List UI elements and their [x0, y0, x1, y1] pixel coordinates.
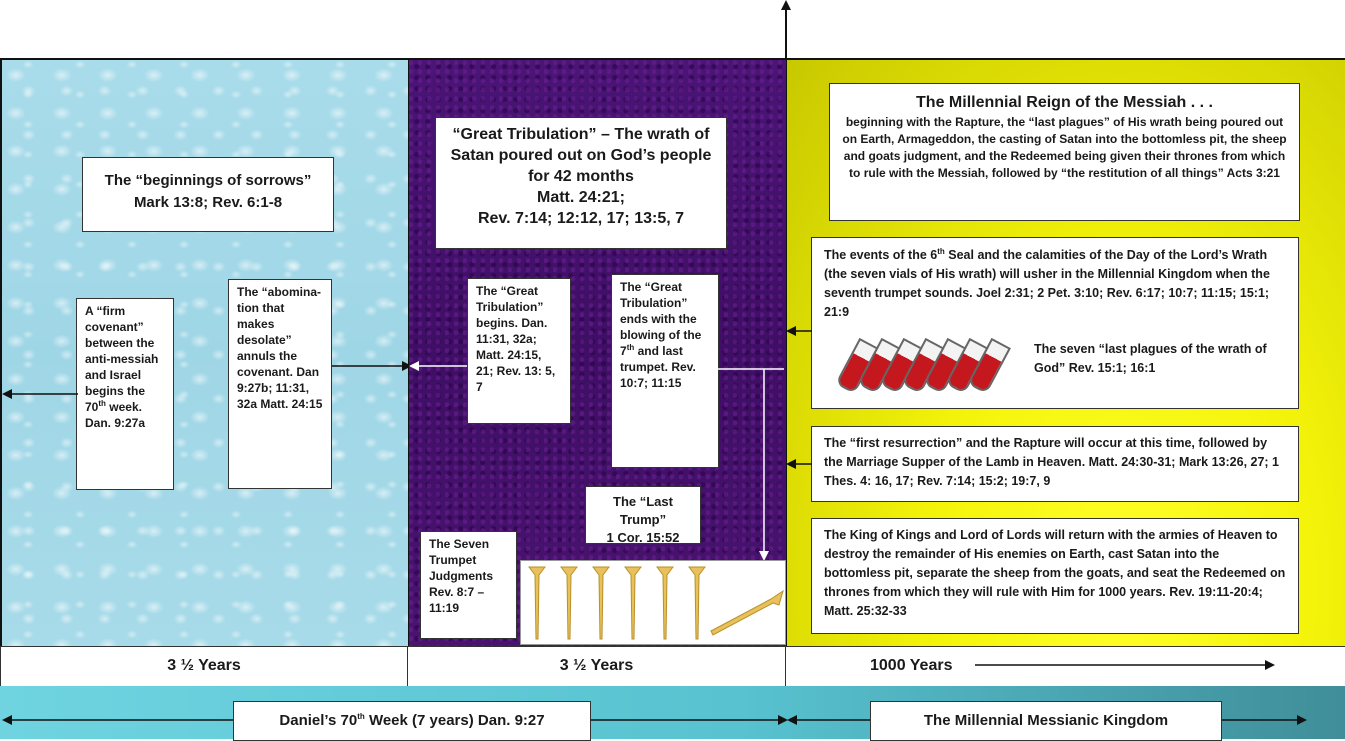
great-tribulation-heading-box: “Great Tribulation” – The wrath of Satan…	[435, 117, 727, 249]
years-middle: 3 ½ Years	[408, 646, 786, 686]
tribulation-begins-text: The “Great Tribulation” begins. Dan. 11:…	[476, 284, 556, 394]
sixth-seal-arrow	[786, 326, 812, 336]
years-right-arrow	[975, 660, 1275, 670]
years-middle-label: 3 ½ Years	[559, 657, 634, 674]
return-text: The King of Kings and Lord of Lords will…	[824, 528, 1286, 618]
great-tribulation-heading: “Great Tribulation” – The wrath of Satan…	[450, 126, 712, 185]
sixth-seal-text: The events of the 6th Seal and the calam…	[824, 246, 1270, 319]
return-box: The King of Kings and Lord of Lords will…	[811, 518, 1299, 634]
years-left: 3 ½ Years	[0, 646, 408, 686]
abomination-box: The “abomina-tion that makes desolate” a…	[228, 279, 332, 489]
top-arrow	[781, 0, 791, 58]
kingdom-label: The Millennial Messianic Kingdom	[923, 712, 1169, 729]
seven-trumpets-text: The Seven Trumpet Judgments Rev. 8:7 – 1…	[429, 537, 494, 615]
years-right-label: 1000 Years	[870, 657, 953, 674]
kingdom-box: The Millennial Messianic Kingdom	[870, 701, 1222, 741]
great-tribulation-ref-2: Rev. 7:14; 12:12, 17; 13:5, 7	[477, 210, 685, 227]
abomination-text: The “abomina-tion that makes desolate” a…	[237, 285, 323, 411]
resurrection-text: The “first resurrection” and the Rapture…	[824, 436, 1280, 488]
tribulation-begins-arrow	[409, 361, 467, 371]
daniel-week-box: Daniel’s 70th Week (7 years) Dan. 9:27	[233, 701, 591, 741]
sorrows-panel	[0, 58, 410, 646]
abomination-arrow	[332, 361, 412, 371]
resurrection-arrow	[786, 459, 812, 469]
tribulation-ends-text: The “Great Tribulation” ends with the bl…	[620, 280, 702, 390]
tribulation-ends-box: The “Great Tribulation” ends with the bl…	[611, 274, 719, 468]
trumpet-icons	[528, 566, 784, 640]
great-tribulation-ref-1: Matt. 24:21;	[536, 189, 626, 206]
last-trump-ref: 1 Cor. 15:52	[606, 530, 680, 545]
tribulation-ends-connector	[718, 368, 784, 561]
vials-row: The seven “last plagues of the wrath of …	[824, 328, 1286, 398]
millennial-heading-box: The Millennial Reign of the Messiah . . …	[829, 83, 1300, 221]
tribulation-begins-box: The “Great Tribulation” begins. Dan. 11:…	[467, 278, 571, 424]
last-trump-title: The “Last Trump”	[613, 494, 673, 527]
last-trump-box: The “Last Trump” 1 Cor. 15:52	[585, 486, 701, 545]
sixth-seal-box: The events of the 6th Seal and the calam…	[811, 237, 1299, 409]
covenant-box: A “firm covenant” between the anti-messi…	[76, 298, 174, 490]
vials-caption: The seven “last plagues of the wrath of …	[1034, 342, 1267, 375]
vials-icon	[835, 334, 1016, 395]
seven-trumpets-box: The Seven Trumpet Judgments Rev. 8:7 – 1…	[420, 531, 517, 639]
covenant-text: A “firm covenant” between the anti-messi…	[85, 304, 159, 430]
years-right: 1000 Years	[786, 646, 1345, 686]
covenant-arrow	[2, 389, 78, 399]
resurrection-box: The “first resurrection” and the Rapture…	[811, 426, 1299, 502]
sorrows-heading: The “beginnings of sorrows”	[104, 172, 312, 189]
trumpets-image	[520, 560, 786, 645]
sorrows-heading-box: The “beginnings of sorrows” Mark 13:8; R…	[82, 157, 334, 232]
millennial-heading: The Millennial Reign of the Messiah . . …	[916, 94, 1213, 111]
millennial-heading-body: beginning with the Rapture, the “last pl…	[842, 115, 1287, 180]
sorrows-ref: Mark 13:8; Rev. 6:1-8	[133, 194, 283, 211]
years-left-label: 3 ½ Years	[167, 657, 241, 674]
daniel-week-label: Daniel’s 70th Week (7 years) Dan. 9:27	[279, 712, 545, 729]
